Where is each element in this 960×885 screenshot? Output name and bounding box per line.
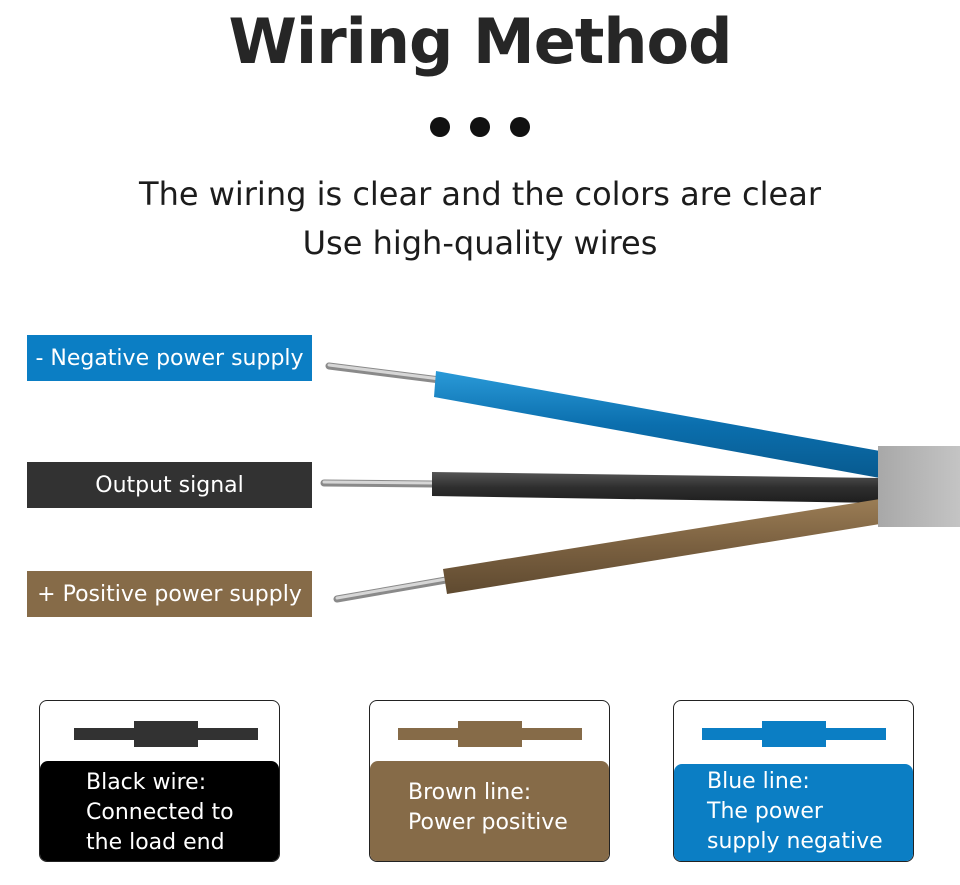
card-brown-line: Brown line: Power positive — [369, 700, 610, 862]
cable-sheath — [878, 446, 960, 527]
card-black-body: Black wire: Connected to the load end — [40, 761, 279, 861]
dot-icon — [430, 117, 450, 137]
subtitle-line-1: The wiring is clear and the colors are c… — [139, 175, 821, 213]
blue-wire-swatch-icon — [702, 721, 886, 747]
card-blue-line: Blue line: The power supply negative — [673, 700, 914, 862]
card-blue-line-3: supply negative — [707, 829, 883, 854]
dot-icon — [470, 117, 490, 137]
page-title: Wiring Method — [228, 5, 732, 78]
card-blue-body: Blue line: The power supply negative — [674, 764, 913, 861]
conductor-black — [320, 479, 437, 488]
card-black-line-1: Black wire: — [86, 770, 207, 795]
label-positive-power-supply: + Positive power supply — [27, 571, 312, 617]
wire-blue — [434, 371, 880, 478]
card-brown-line-2: Power positive — [408, 810, 568, 835]
brown-wire-swatch-icon — [398, 721, 582, 747]
card-blue-line-2: The power — [707, 799, 823, 824]
black-wire-swatch-icon — [74, 721, 258, 747]
conductor-blue — [325, 362, 444, 384]
card-brown-line-1: Brown line: — [408, 780, 532, 805]
dot-icon — [510, 117, 530, 137]
conductor-brown — [333, 576, 450, 603]
card-black-wire: Black wire: Connected to the load end — [39, 700, 280, 862]
label-output-signal: Output signal — [27, 462, 312, 508]
subtitle-line-2: Use high-quality wires — [302, 224, 658, 262]
wire-brown — [443, 499, 880, 594]
card-brown-body: Brown line: Power positive — [370, 761, 609, 861]
card-black-line-3: the load end — [86, 830, 225, 855]
wire-black — [432, 472, 880, 503]
card-black-line-2: Connected to — [86, 800, 234, 825]
decorative-dots — [0, 117, 960, 137]
label-negative-power-supply: - Negative power supply — [27, 335, 312, 381]
card-blue-line-1: Blue line: — [707, 769, 810, 794]
